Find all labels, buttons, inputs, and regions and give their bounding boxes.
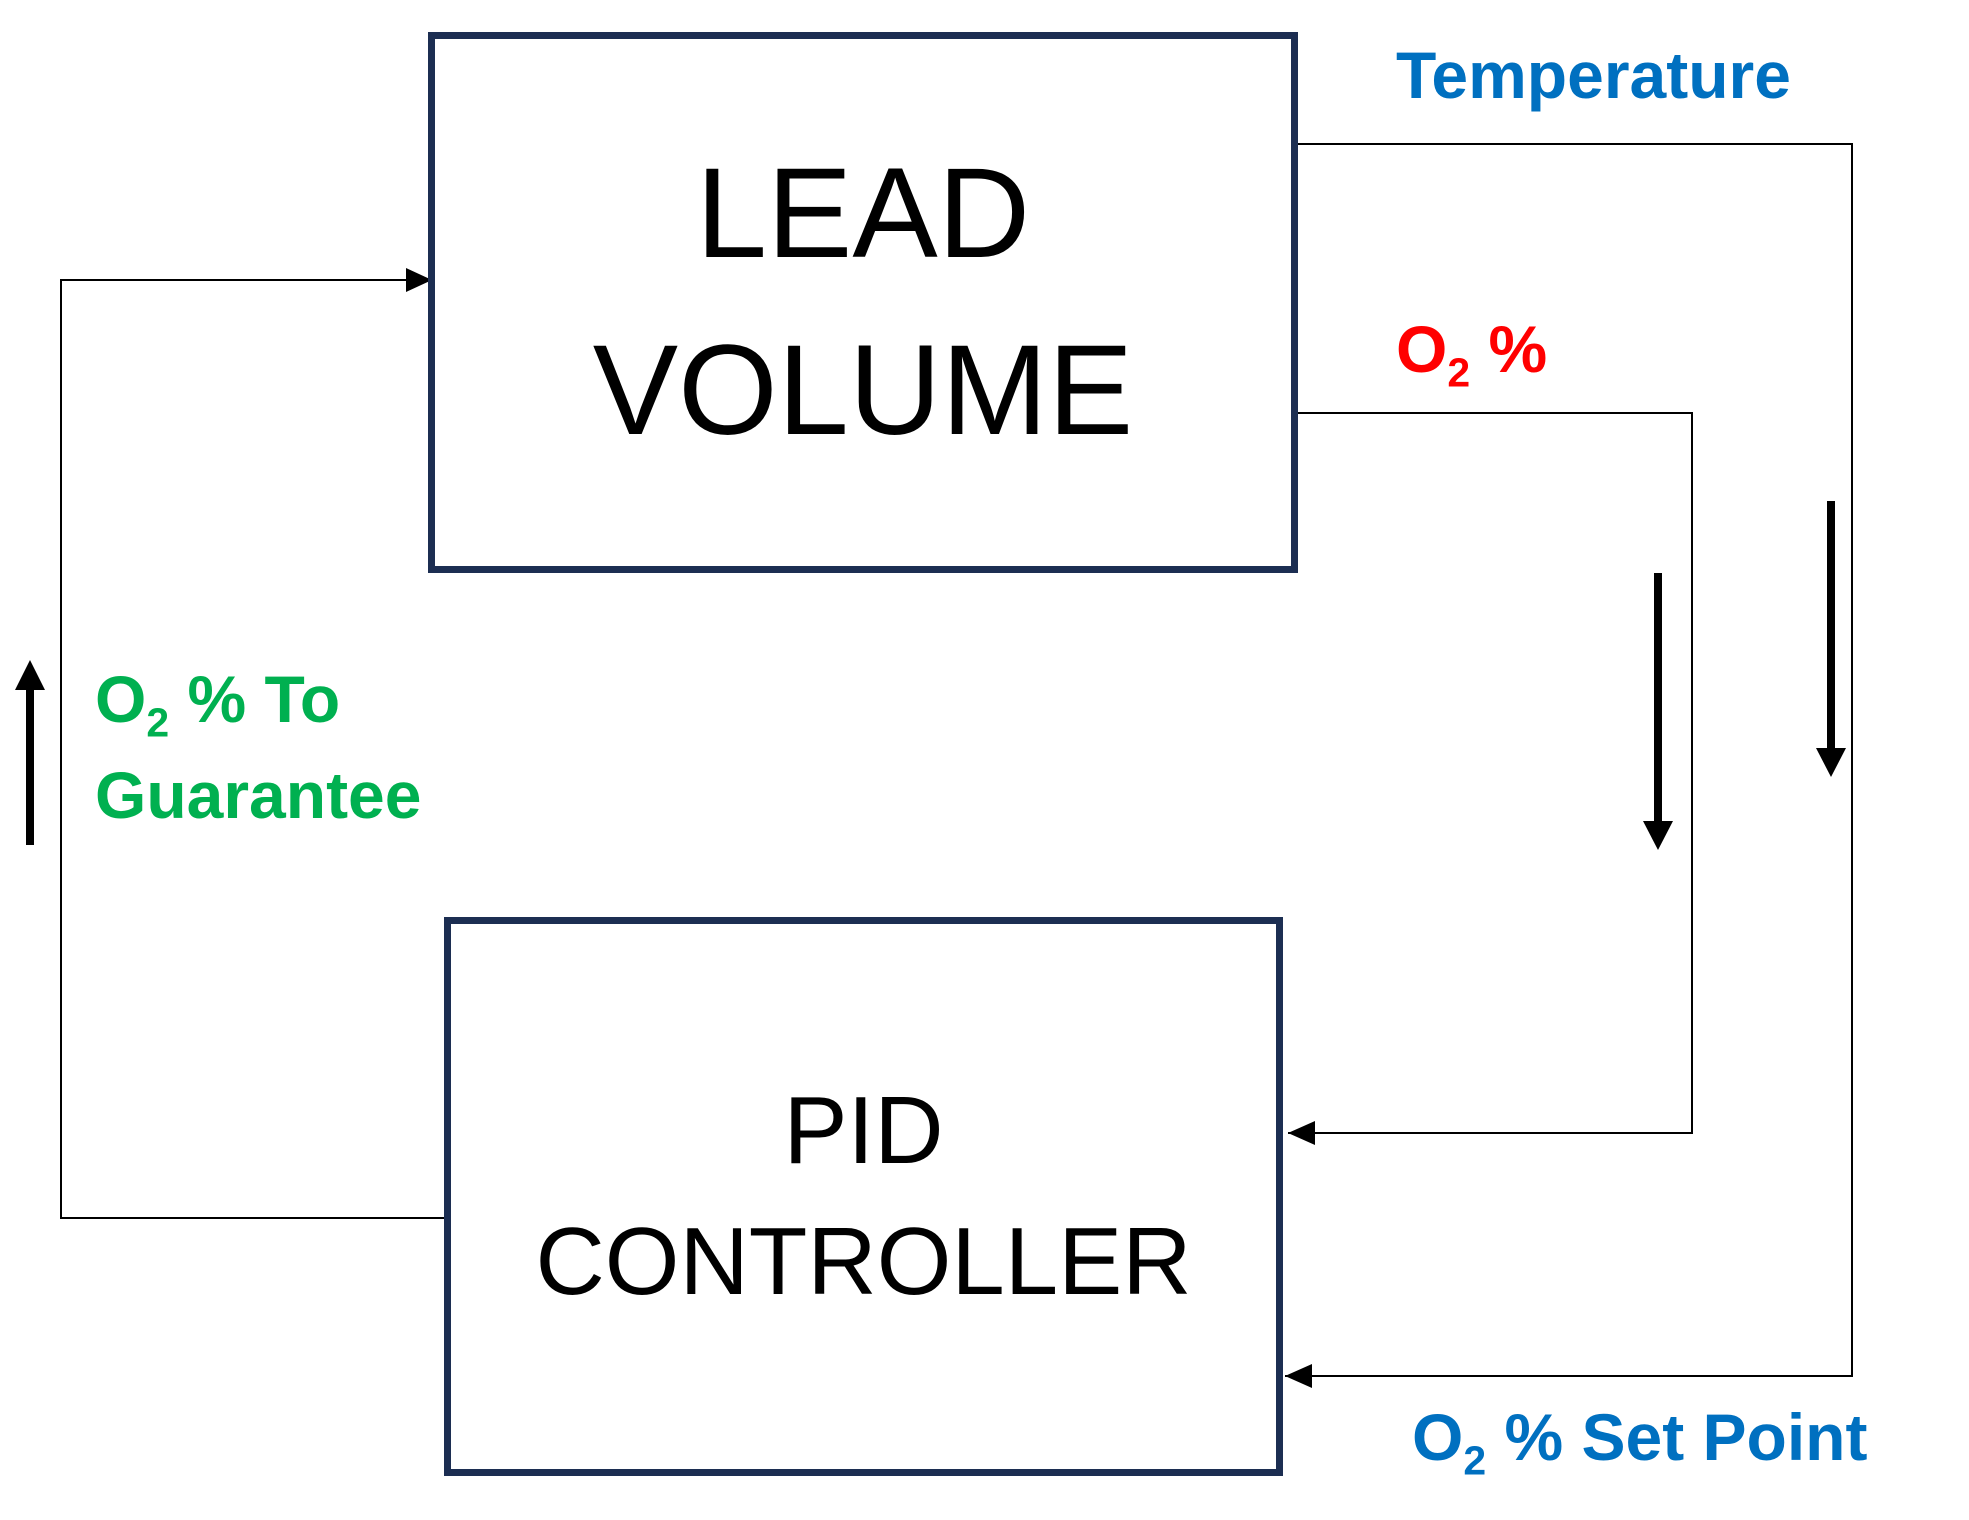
lead-volume-line1: LEAD xyxy=(695,141,1031,285)
lead-volume-block: LEAD VOLUME xyxy=(428,32,1298,573)
o2-guarantee-line2: Guarantee xyxy=(95,757,422,832)
o2-setpoint-label: O2 % Set Point xyxy=(1412,1400,1868,1484)
temperature-setpoint-wire xyxy=(1285,143,1853,1377)
control-output-wire xyxy=(60,279,444,1219)
direction-arrow-down-o2 xyxy=(1643,573,1673,850)
lead-volume-line2: VOLUME xyxy=(592,318,1134,462)
o2-feedback-wire xyxy=(1288,412,1693,1134)
o2-percent-label: O2 % xyxy=(1396,312,1548,396)
pid-controller-line2: CONTROLLER xyxy=(535,1207,1192,1315)
temperature-label: Temperature xyxy=(1396,38,1791,112)
pid-controller-block: PID CONTROLLER xyxy=(444,917,1283,1476)
o2-guarantee-line1: O2 % To xyxy=(95,662,341,746)
o2-guarantee-label: O2 % To Guarantee xyxy=(95,652,421,843)
o2-input-arrowhead xyxy=(1288,1121,1315,1145)
direction-arrow-down-temperature xyxy=(1816,501,1846,777)
pid-controller-line1: PID xyxy=(783,1076,944,1184)
setpoint-input-arrowhead xyxy=(1285,1364,1312,1388)
lead-input-arrowhead xyxy=(406,268,432,292)
direction-arrow-up-guarantee xyxy=(15,660,45,845)
